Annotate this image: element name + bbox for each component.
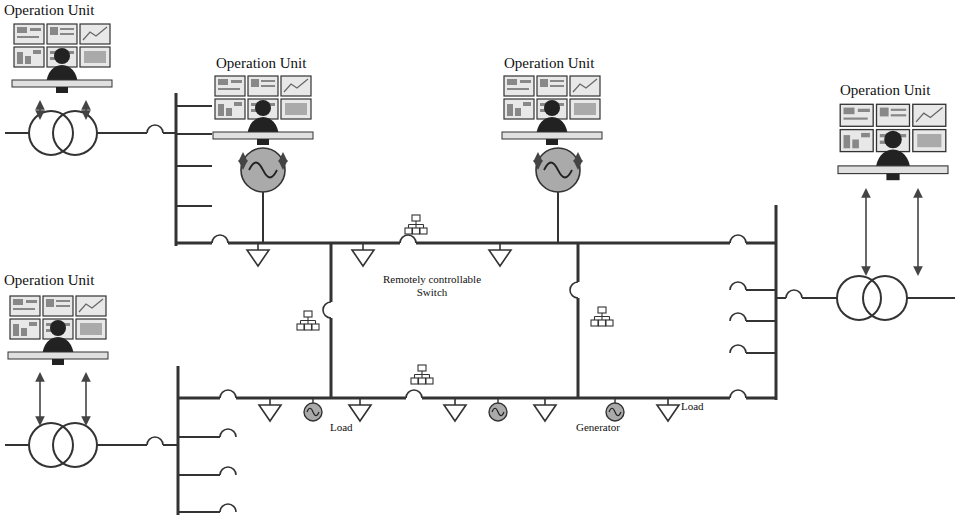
unit-label: Operation Unit [504, 55, 594, 72]
load-label: Load [330, 421, 353, 434]
generator-label: Generator [576, 421, 620, 434]
switch-label: Remotely controllable Switch [377, 273, 487, 298]
unit-label: Operation Unit [216, 55, 306, 72]
unit-label: Operation Unit [4, 2, 94, 19]
unit-label: Operation Unit [4, 272, 94, 289]
load-label: Load [681, 400, 704, 413]
unit-label: Operation Unit [840, 82, 930, 99]
